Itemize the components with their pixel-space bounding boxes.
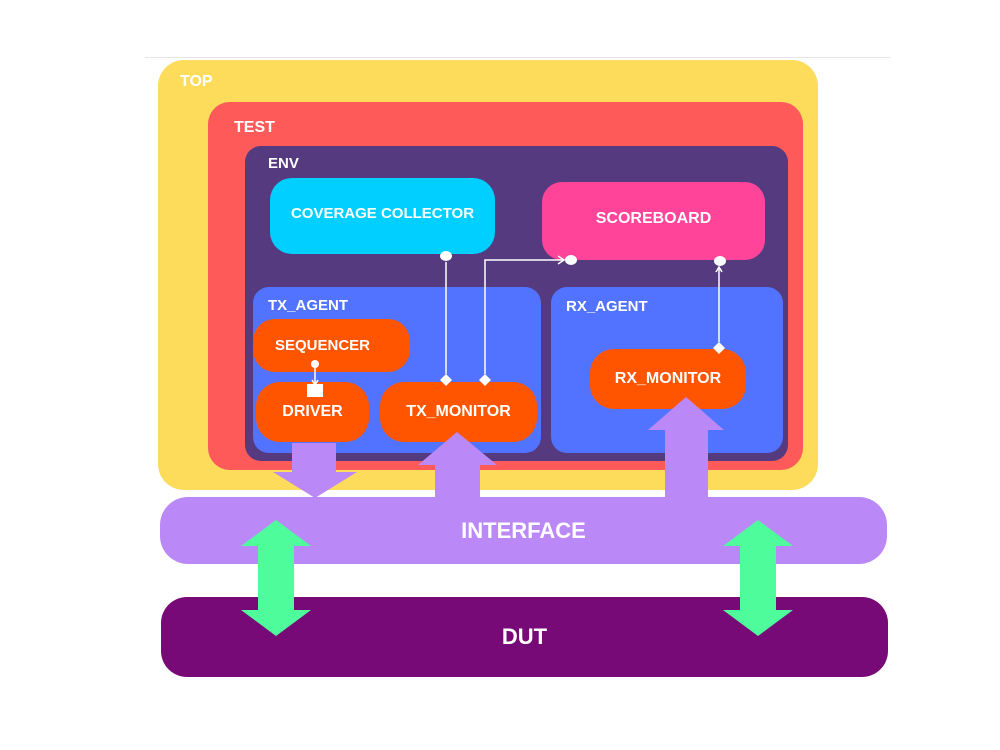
- rx-agent-label: RX_AGENT: [566, 298, 648, 315]
- sequencer-block: SEQUENCER: [253, 319, 410, 372]
- right-bidirectional-arrow: [723, 520, 793, 636]
- env-label: ENV: [268, 155, 299, 172]
- rx-monitor-block: RX_MONITOR: [590, 349, 746, 409]
- scoreboard-label: SCOREBOARD: [595, 210, 712, 227]
- tx-monitor-label: TX_MONITOR: [406, 403, 511, 420]
- tx-agent-label: TX_AGENT: [268, 297, 349, 314]
- coverage-collector-label: COVERAGE COLLECTOR: [290, 204, 475, 222]
- interface-to-tx-monitor-arrow: [418, 432, 497, 498]
- tx-monitor-to-scoreboard-connector: [479, 255, 577, 386]
- test-label: TEST: [234, 119, 275, 136]
- interface-label: INTERFACE: [461, 517, 586, 543]
- coverage-collector-block: COVERAGE COLLECTOR: [270, 178, 495, 254]
- dut-label: DUT: [501, 624, 548, 649]
- rx-monitor-label: RX_MONITOR: [614, 370, 722, 387]
- tx-monitor-block: TX_MONITOR: [380, 382, 537, 442]
- top-rule: [145, 57, 890, 58]
- left-bidirectional-arrow: [241, 520, 311, 636]
- rx-monitor-to-scoreboard-connector: [713, 256, 726, 354]
- scoreboard-block: SCOREBOARD: [542, 182, 765, 260]
- driver-label: DRIVER: [282, 403, 343, 420]
- sequencer-label: SEQUENCER: [274, 337, 371, 354]
- sequencer-driver-connector: [307, 360, 323, 397]
- driver-to-interface-arrow: [273, 443, 357, 498]
- tx-monitor-to-coverage-connector: [440, 251, 452, 386]
- interface-to-rx-monitor-arrow: [648, 397, 724, 498]
- top-label: TOP: [180, 73, 213, 90]
